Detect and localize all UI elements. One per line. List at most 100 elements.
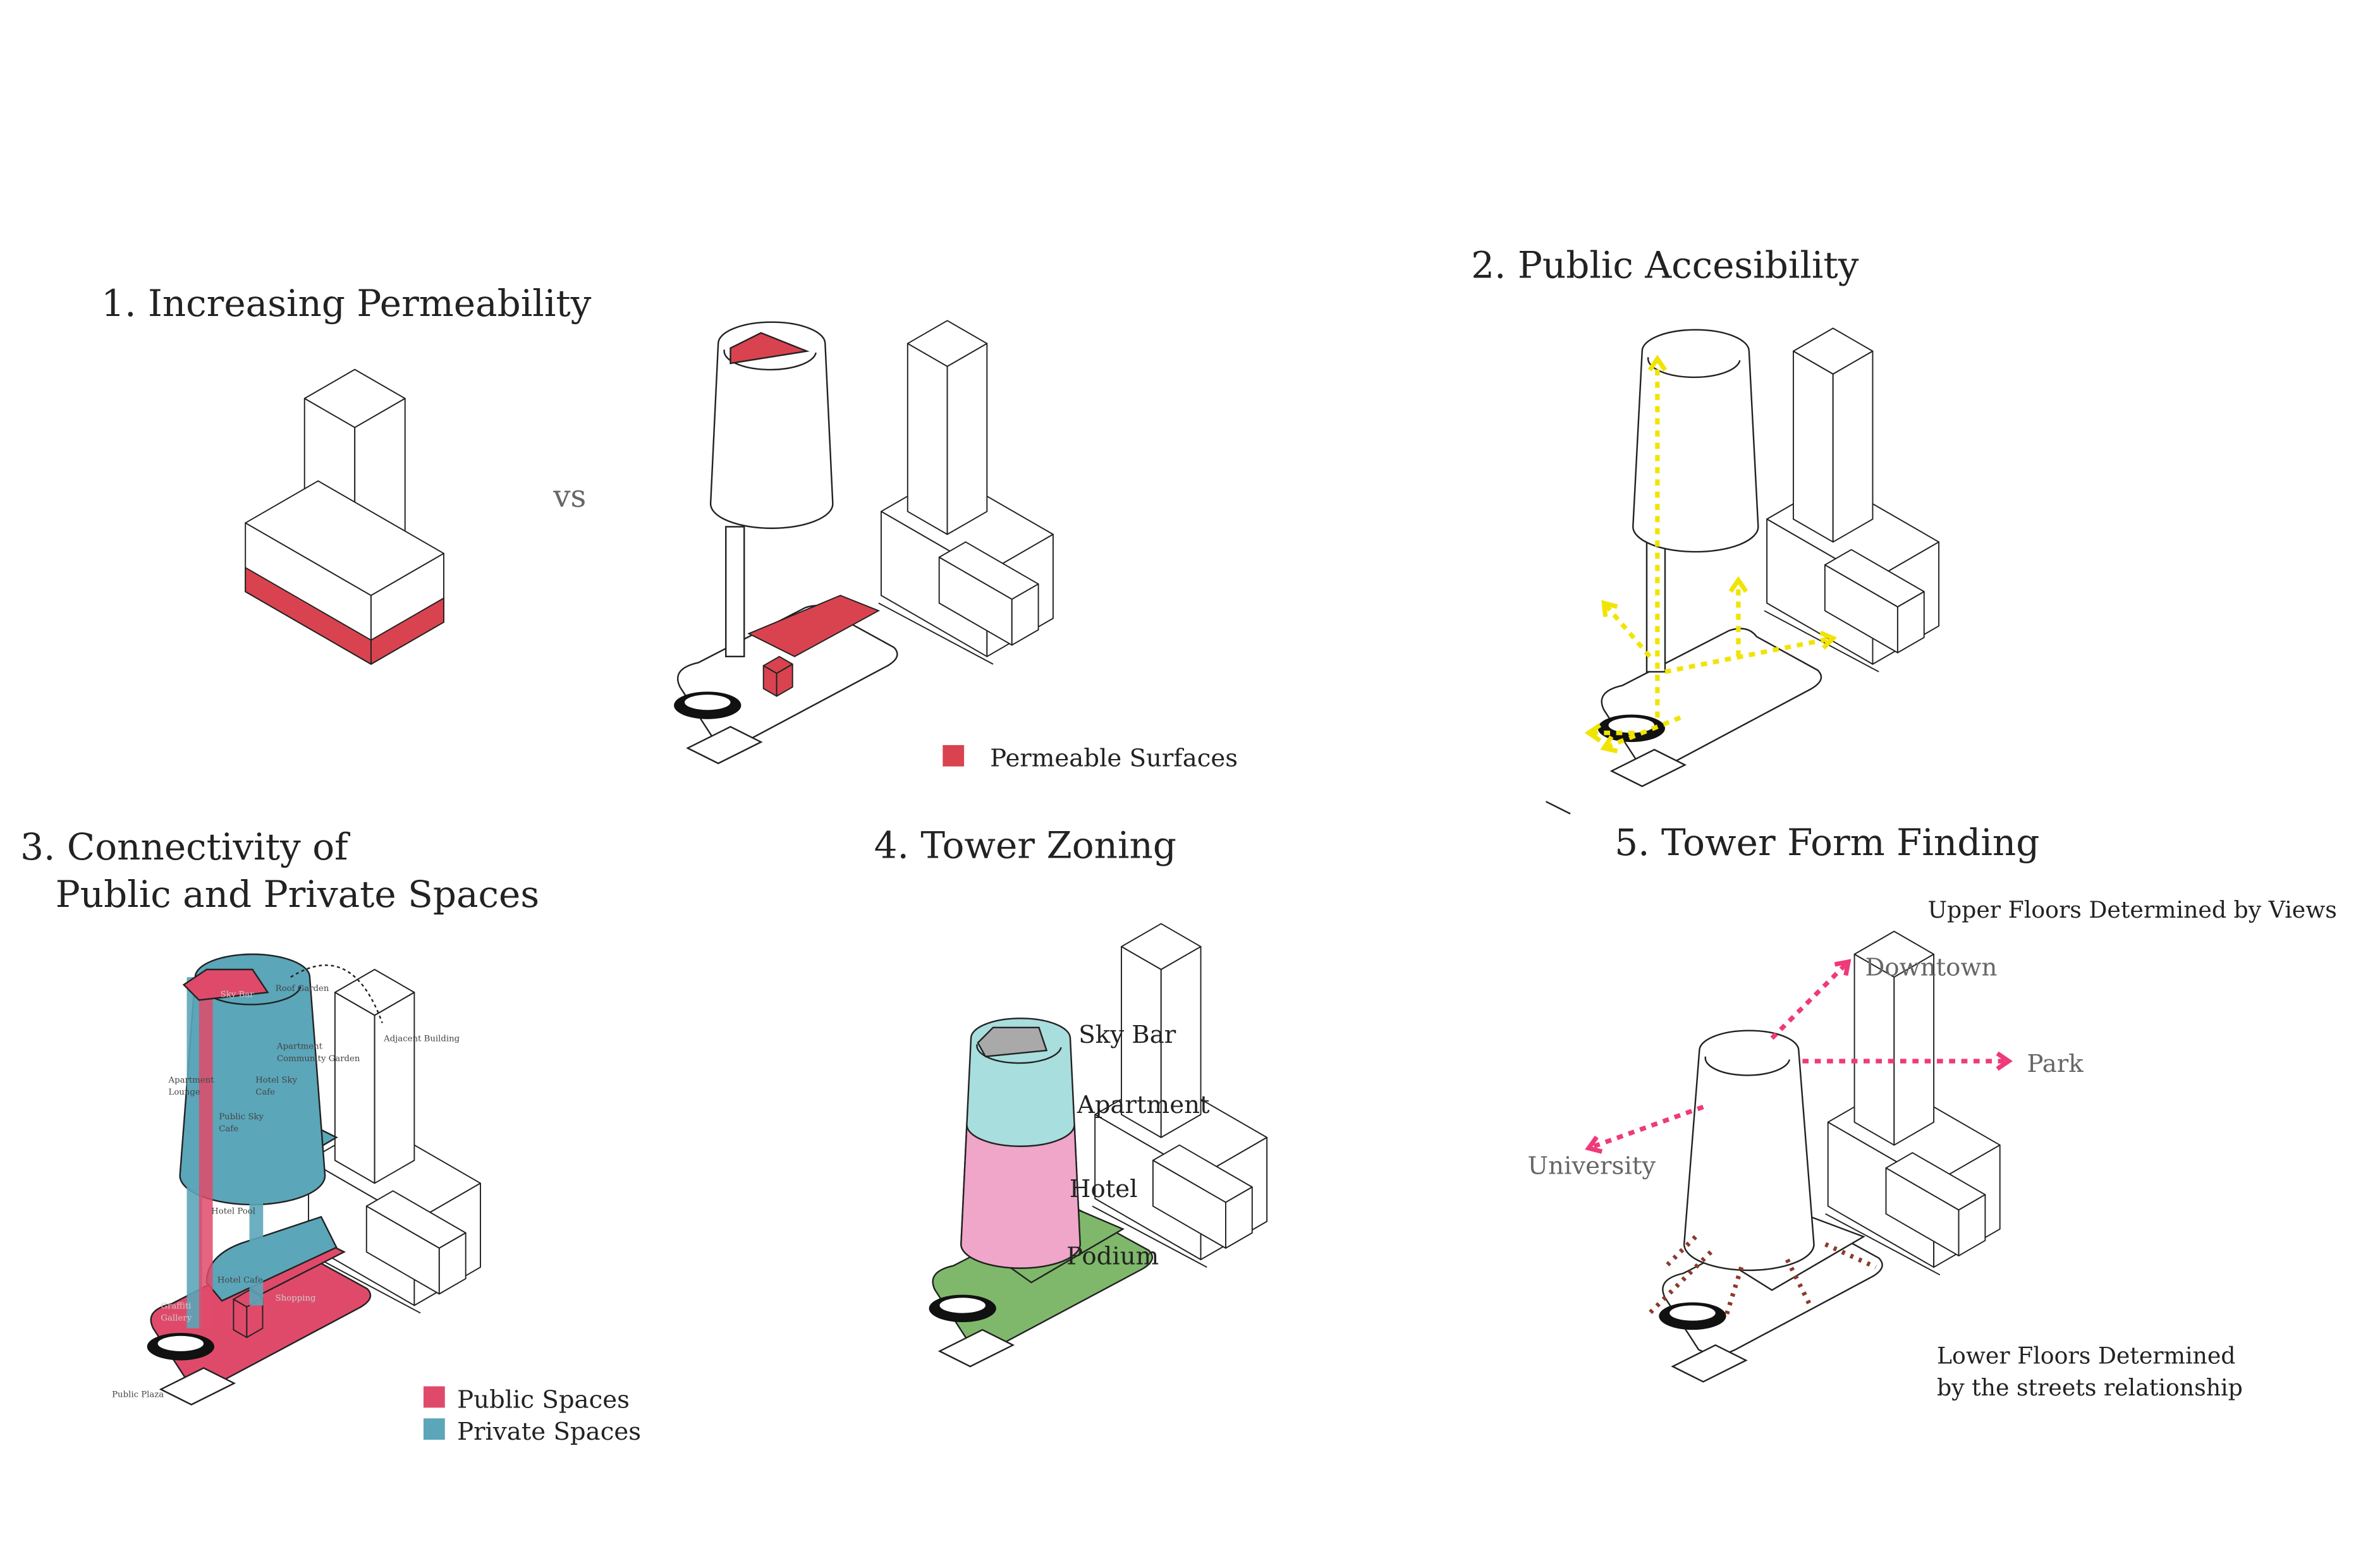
p2-access-arrow-5-head xyxy=(1600,735,1618,754)
p2-context-shops xyxy=(1824,549,1925,653)
panel3-title-line2: Public and Private Spaces xyxy=(56,873,539,916)
view-downtown: Downtown xyxy=(1865,954,1997,982)
p4-tower-form xyxy=(960,1018,1081,1269)
p1-podium xyxy=(245,480,444,665)
zone-apartment: Apartment xyxy=(1077,1091,1210,1119)
p4-context-street-line xyxy=(1092,1205,1207,1268)
label-graffiti-gallery-1: Graffiti xyxy=(161,1301,191,1311)
p3-context-shops-right-face xyxy=(438,1232,467,1295)
p2-tick-mark xyxy=(1545,801,1571,815)
label-roof-garden: Roof Garden xyxy=(276,984,329,994)
label-hotel-sky-cafe-2: Cafe xyxy=(255,1088,275,1097)
p1-permeable-shop-strip xyxy=(747,595,881,657)
p2-context-shops-right-face xyxy=(1896,591,1925,653)
label-public-plaza: Public Plaza xyxy=(112,1390,164,1399)
p1-plaza xyxy=(686,726,763,765)
p3-sky-bar xyxy=(182,968,269,1001)
p2-access-arrow-5-line xyxy=(1602,715,1681,751)
p2-context-tall-building-right-face xyxy=(1832,350,1874,543)
p5-podium-ramp-inner xyxy=(1669,1305,1716,1321)
p2-access-arrow-3 xyxy=(1728,576,1749,657)
p2-access-arrow-4 xyxy=(1584,723,1635,743)
p1-context-street-line xyxy=(878,602,994,665)
p1-tower-form-roof-line xyxy=(723,349,817,371)
public-legend-label: Public Spaces xyxy=(457,1385,630,1414)
label-hotel-cafe: Hotel Cafe xyxy=(217,1275,263,1285)
p5-arrow-downtown xyxy=(1770,959,1852,1040)
panel4-title: 4. Tower Zoning xyxy=(874,824,1176,867)
p4-context-shops xyxy=(1152,1144,1253,1249)
p3-context-tall-building-left-face xyxy=(334,992,375,1184)
p5-context-shops xyxy=(1885,1152,1986,1256)
label-apartment-community-1: Apartment xyxy=(276,1042,323,1052)
panel1-title: 1. Increasing Permeability xyxy=(101,282,591,325)
p5-arrow-university-line xyxy=(1587,1105,1704,1151)
p3-public-core xyxy=(198,985,213,1328)
lower-floors-note-line2: by the streets relationship xyxy=(1937,1374,2243,1401)
p5-tower-form-roof-line xyxy=(1704,1056,1791,1076)
label-apartment-lounge-1: Apartment xyxy=(168,1076,215,1085)
p2-context-tall-building-left-face xyxy=(1792,350,1834,543)
public-legend-swatch xyxy=(423,1386,445,1408)
p2-access-arrow-2-head xyxy=(1819,630,1837,650)
p5-context-tall-building-right-face xyxy=(1893,953,1935,1146)
permeable-legend-label: Permeable Surfaces xyxy=(990,744,1238,773)
label-apartment-lounge-2: Lounge xyxy=(169,1088,200,1097)
p2-tower-form-body xyxy=(1632,329,1759,553)
zone-sky-bar: Sky Bar xyxy=(1078,1021,1176,1049)
panel5-title: 5. Tower Form Finding xyxy=(1614,821,2039,864)
panel3-title-line1: 3. Connectivity of xyxy=(20,825,350,868)
label-public-sky-cafe-2: Cafe xyxy=(219,1124,238,1134)
p2-access-arrow-2 xyxy=(1664,630,1837,674)
p5-tower-form-body xyxy=(1683,1030,1815,1272)
p4-context-shops-right-face xyxy=(1225,1186,1253,1249)
p3-context-shops xyxy=(365,1190,467,1295)
p4-context-tall-building xyxy=(1121,923,1202,1138)
p1-core xyxy=(725,526,745,657)
vs-label: vs xyxy=(552,479,586,514)
p5-arrow-downtown-line xyxy=(1770,960,1850,1040)
p3-podium-ramp-inner xyxy=(157,1335,204,1351)
p4-plaza xyxy=(937,1328,1015,1368)
view-park: Park xyxy=(2027,1050,2084,1078)
p2-access-arrow-0 xyxy=(1647,355,1668,718)
p5-arrow-downtown-head xyxy=(1834,959,1852,976)
p1-tower-form xyxy=(709,321,834,530)
p5-arrow-park-head xyxy=(1996,1051,2013,1071)
p2-access-arrow-0-head xyxy=(1647,355,1668,372)
p1-permeable-block-right-face xyxy=(776,663,793,697)
p1-podium-alt-ramp-inner xyxy=(685,695,731,710)
label-shopping: Shopping xyxy=(276,1294,316,1303)
p4-tower-form-lower-zone xyxy=(960,1124,1081,1269)
private-legend-label: Private Spaces xyxy=(457,1418,641,1446)
p1-context-shops xyxy=(938,541,1039,646)
p4-context-tall-building-right-face xyxy=(1160,945,1202,1138)
p5-arrow-university-head xyxy=(1585,1135,1603,1154)
p2-access-arrow-4-head xyxy=(1584,723,1602,743)
drawings xyxy=(147,320,2013,1406)
p3-context-tall-building-right-face xyxy=(374,992,415,1184)
p2-access-arrow-1 xyxy=(1601,600,1652,659)
p3-connection-curve xyxy=(290,964,383,1023)
label-adjacent-building: Adjacent Building xyxy=(383,1035,460,1044)
p1-context-tall-building-right-face xyxy=(946,343,988,535)
p5-arrow-university xyxy=(1585,1105,1704,1154)
p2-access-arrow-1-line xyxy=(1602,601,1652,659)
p1-context-tall-building-left-face xyxy=(906,343,948,535)
p4-tower-form-roof-line xyxy=(976,1044,1062,1064)
p1-permeable-block xyxy=(762,655,793,697)
p2-access-arrow-2-line xyxy=(1664,636,1834,674)
permeable-legend-swatch xyxy=(943,744,965,767)
p5-street-arrow-3 xyxy=(1824,1242,1877,1270)
label-apartment-community-2: Community Garden xyxy=(277,1054,360,1064)
p2-access-arrow-1-head xyxy=(1601,600,1618,617)
private-legend-swatch xyxy=(423,1418,445,1440)
p2-context-tall-building xyxy=(1792,327,1874,543)
p1-podium-band-right xyxy=(370,597,444,665)
p1-roof-red xyxy=(729,332,810,365)
p5-arrow-park xyxy=(1802,1051,2013,1071)
p4-sky-bar xyxy=(977,1026,1048,1057)
p4-podium-ramp-inner xyxy=(939,1298,986,1313)
p5-context-tall-building-left-face xyxy=(1853,953,1895,1146)
